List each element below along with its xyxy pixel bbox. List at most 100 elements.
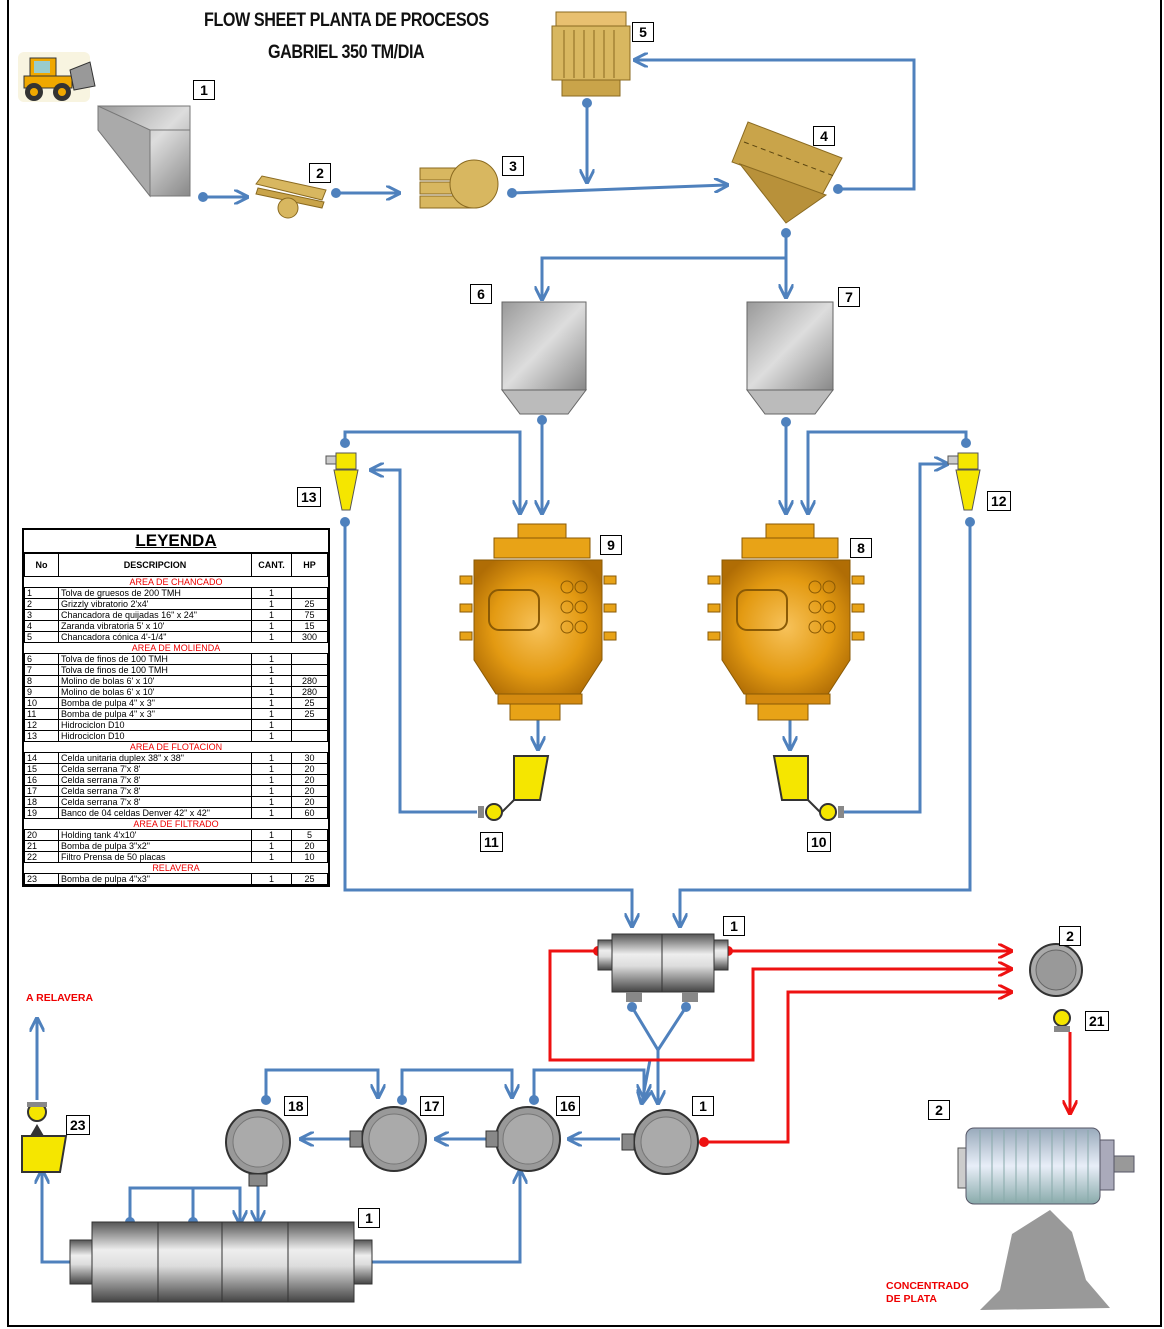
legend-row: 21Bomba de pulpa 3"x2"120 xyxy=(25,841,328,852)
legend-cell-qty: 1 xyxy=(252,786,292,797)
legend-row: 11Bomba de pulpa 4" x 3"125 xyxy=(25,709,328,720)
legend-cell-qty: 1 xyxy=(252,588,292,599)
legend-area-title: AREA DE FLOTACION xyxy=(25,742,328,753)
tag-cell-16: 16 xyxy=(556,1096,580,1116)
legend-cell-qty: 1 xyxy=(252,852,292,863)
legend-row: 4Zaranda vibratoria 5' x 10'115 xyxy=(25,621,328,632)
flotation-cell-16-icon xyxy=(486,1107,560,1171)
legend-cell-hp: 75 xyxy=(292,610,328,621)
legend-cell-qty: 1 xyxy=(252,775,292,786)
legend-cell-no: 19 xyxy=(25,808,59,819)
legend-cell-hp: 10 xyxy=(292,852,328,863)
tag-filter-2: 2 xyxy=(928,1100,950,1120)
legend-cell-description: Hidrociclon D10 xyxy=(59,720,252,731)
flotation-cell-18-icon xyxy=(226,1110,290,1186)
legend-cell-hp: 25 xyxy=(292,709,328,720)
legend-cell-no: 16 xyxy=(25,775,59,786)
legend-cell-hp: 20 xyxy=(292,775,328,786)
tag-bank-1: 1 xyxy=(358,1208,380,1228)
ball-mill-8-icon xyxy=(708,524,864,720)
legend-cell-description: Hidrociclon D10 xyxy=(59,731,252,742)
legend-cell-description: Celda serrana 7'x 8' xyxy=(59,764,252,775)
legend-cell-no: 13 xyxy=(25,731,59,742)
legend-area-title: AREA DE CHANCADO xyxy=(25,577,328,588)
legend-area-row: AREA DE FLOTACION xyxy=(25,742,328,753)
tag-cone-crusher-5: 5 xyxy=(632,22,654,42)
cleaner-cell-icon xyxy=(1030,944,1082,996)
legend-cell-no: 9 xyxy=(25,687,59,698)
legend-cell-description: Bomba de pulpa 3"x2" xyxy=(59,841,252,852)
legend-cell-hp: 20 xyxy=(292,797,328,808)
pump-23-icon xyxy=(22,1102,66,1172)
legend-cell-description: Molino de bolas 6' x 10' xyxy=(59,676,252,687)
legend-cell-qty: 1 xyxy=(252,665,292,676)
legend-cell-qty: 1 xyxy=(252,830,292,841)
pump-21-icon xyxy=(1054,1010,1070,1032)
legend-cell-no: 3 xyxy=(25,610,59,621)
legend-area-row: RELAVERA xyxy=(25,863,328,874)
legend-cell-qty: 1 xyxy=(252,709,292,720)
pump-box-11-icon xyxy=(478,756,548,820)
tag-grizzly-2: 2 xyxy=(309,163,331,183)
flow-cyclone-12-to-mill-8 xyxy=(808,432,966,512)
page-title-line-1: FLOW SHEET PLANTA DE PROCESOS xyxy=(204,10,489,32)
legend-cell-qty: 1 xyxy=(252,654,292,665)
flow-cell-1-to-cleaner xyxy=(704,992,1010,1142)
legend-cell-no: 8 xyxy=(25,676,59,687)
legend-cell-description: Grizzly vibratorio 2'x4' xyxy=(59,599,252,610)
legend-area-row: AREA DE MOLIENDA xyxy=(25,643,328,654)
legend-cell-qty: 1 xyxy=(252,720,292,731)
cone-crusher-icon xyxy=(552,12,630,96)
legend-cell-no: 2 xyxy=(25,599,59,610)
legend-cell-qty: 1 xyxy=(252,874,292,885)
tag-bin-7: 7 xyxy=(838,287,860,307)
flow-flotation-split xyxy=(632,1007,686,1050)
legend-cell-description: Bomba de pulpa 4"x3" xyxy=(59,874,252,885)
legend-cell-qty: 1 xyxy=(252,687,292,698)
tag-mill-9: 9 xyxy=(600,535,622,555)
legend-header-row: No DESCRIPCION CANT. HP xyxy=(25,554,328,577)
flow-pump-11-to-cyclone-13 xyxy=(372,470,477,812)
tag-mill-8: 8 xyxy=(850,538,872,558)
flow-cyclone-13-to-mill-9 xyxy=(345,432,520,512)
flow-cell-18-loop xyxy=(266,1070,378,1100)
legend-cell-hp xyxy=(292,665,328,676)
legend-area-row: AREA DE CHANCADO xyxy=(25,577,328,588)
tag-cell-17: 17 xyxy=(420,1096,444,1116)
tag-crusher-3: 3 xyxy=(502,156,524,176)
flotation-bank-icon xyxy=(70,1222,372,1302)
legend-header-qty: CANT. xyxy=(252,554,292,577)
legend-cell-hp xyxy=(292,720,328,731)
hydrocyclone-13-icon xyxy=(326,453,358,510)
legend-row: 16Celda serrana 7'x 8'120 xyxy=(25,775,328,786)
legend-cell-hp: 25 xyxy=(292,874,328,885)
ball-mill-9-icon xyxy=(460,524,616,720)
flow-cell-17-loop xyxy=(402,1070,512,1100)
flow-crusher-to-screen xyxy=(512,185,726,193)
legend-row: 18Celda serrana 7'x 8'120 xyxy=(25,797,328,808)
legend-cell-description: Bomba de pulpa 4" x 3" xyxy=(59,709,252,720)
tag-cell-18: 18 xyxy=(284,1096,308,1116)
tag-pump-10: 10 xyxy=(807,832,831,852)
legend-cell-hp: 30 xyxy=(292,753,328,764)
legend-row: 22Filtro Prensa de 50 placas110 xyxy=(25,852,328,863)
legend-row: 3Chancadora de quijadas 16" x 24"175 xyxy=(25,610,328,621)
legend-cell-qty: 1 xyxy=(252,632,292,643)
legend-header-hp: HP xyxy=(292,554,328,577)
flotation-unit-icon xyxy=(598,934,728,1002)
legend-cell-qty: 1 xyxy=(252,610,292,621)
legend-cell-no: 23 xyxy=(25,874,59,885)
legend-cell-qty: 1 xyxy=(252,753,292,764)
legend-cell-description: Bomba de pulpa 4" x 3" xyxy=(59,698,252,709)
tailings-label: A RELAVERA xyxy=(26,992,93,1005)
legend-cell-no: 20 xyxy=(25,830,59,841)
legend-area-title: AREA DE MOLIENDA xyxy=(25,643,328,654)
front-loader-icon xyxy=(18,52,95,102)
